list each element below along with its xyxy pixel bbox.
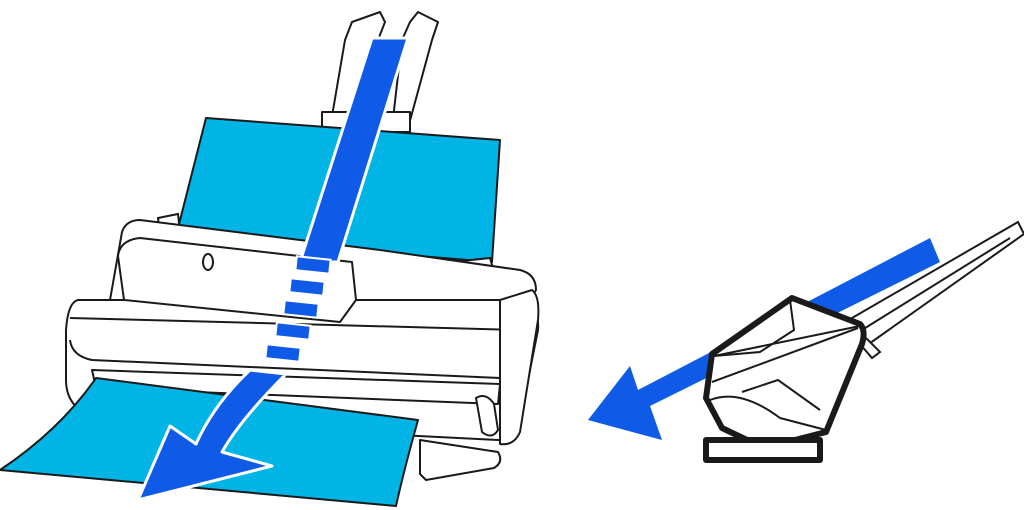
scanner-side-view: [588, 220, 1024, 463]
power-button-icon: [202, 253, 214, 271]
scanner-front-view: [0, 11, 540, 507]
side-paper-line: [711, 327, 859, 383]
side-base: [703, 437, 823, 463]
side-body: [703, 295, 867, 451]
paper-path-arrow-icon: [136, 36, 410, 502]
